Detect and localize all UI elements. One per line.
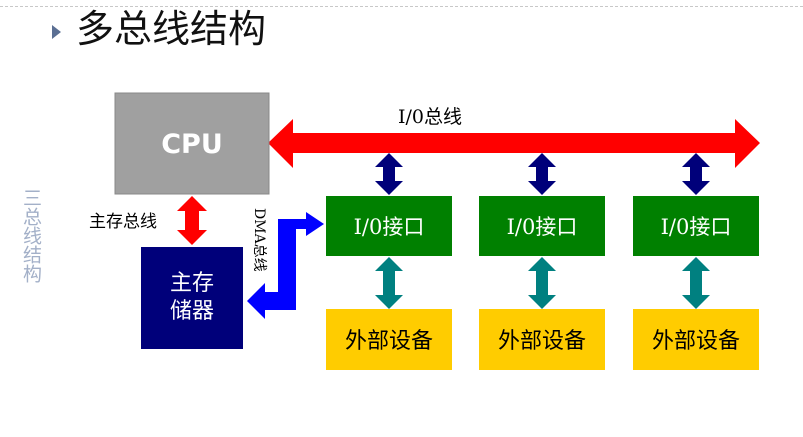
- io-bus-label: I/0总线: [398, 106, 462, 128]
- io-device-connector-arrow: [682, 257, 710, 309]
- page-title: 多总线结构: [76, 7, 267, 51]
- title-bullet-icon: [52, 25, 61, 39]
- top-divider: [0, 6, 803, 7]
- io-interface-label: I/0接口: [507, 215, 578, 239]
- io-bus-arrow: [268, 119, 760, 168]
- io-interface-label: I/0接口: [661, 215, 732, 239]
- external-device-box: [479, 309, 605, 370]
- cpu-box: [114, 92, 270, 195]
- external-device-box: [326, 309, 452, 370]
- cpu-io-connector-arrow: [375, 153, 403, 195]
- external-device-label: 外部设备: [652, 329, 740, 354]
- external-device-box: [633, 309, 759, 370]
- memory-bus-arrow: [177, 196, 207, 245]
- side-label: 三总线结构: [20, 188, 42, 283]
- io-interface-box: [479, 196, 605, 256]
- io-device-connector-arrow: [528, 257, 556, 309]
- io-interface-box: [326, 196, 452, 256]
- memory-label-line1: 主存: [170, 271, 214, 296]
- memory-label-line2: 储器: [170, 299, 214, 324]
- cpu-io-connector-arrow: [528, 153, 556, 195]
- external-device-label: 外部设备: [498, 329, 586, 354]
- cpu-label: CPU: [161, 129, 223, 160]
- external-device-label: 外部设备: [345, 329, 433, 354]
- main-memory-box: [141, 247, 243, 349]
- dma-bus-arrow: [247, 212, 324, 319]
- memory-bus-label: 主存总线: [89, 212, 157, 232]
- io-device-connector-arrow: [375, 257, 403, 309]
- io-interface-box: [633, 196, 759, 256]
- io-interface-label: I/0接口: [354, 215, 425, 239]
- cpu-io-connector-arrow: [682, 153, 710, 195]
- dma-bus-label: DMA总线: [251, 208, 267, 272]
